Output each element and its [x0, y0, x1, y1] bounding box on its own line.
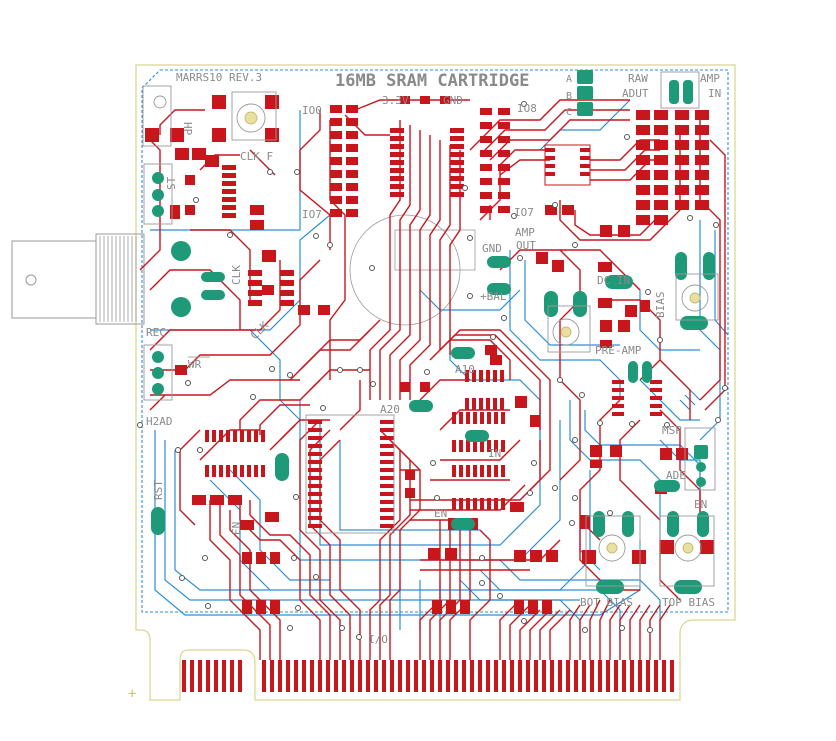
- bnc-connector: [11, 233, 145, 325]
- board-revision: MARRS10 REV.3: [176, 71, 262, 84]
- label-en-right: EN: [694, 498, 707, 511]
- label-dc-in: DC IN: [597, 274, 630, 287]
- vias: [137, 101, 728, 640]
- label-amp-in-top: AMP: [700, 72, 720, 85]
- label-h2ad: H2AD: [146, 415, 173, 428]
- label-in: IN: [488, 447, 501, 460]
- label-io0: IO0: [302, 104, 322, 117]
- origin-cross: +: [128, 686, 136, 702]
- label-wr: WR: [188, 358, 202, 371]
- label-io7b: IO7: [514, 206, 534, 219]
- board-title: 16MB SRAM CARTRIDGE: [335, 71, 529, 91]
- label-en-mid: EN: [434, 507, 447, 520]
- label-amp-in-bot: IN: [708, 87, 721, 100]
- label-io-bottom: I/O: [368, 633, 388, 646]
- label-bot-bias: BOT BIAS: [580, 596, 633, 609]
- label-adut: ADUT: [622, 87, 649, 100]
- label-gnd-out: GND: [482, 242, 502, 255]
- label-a10: A10: [455, 363, 475, 376]
- top-layer-traces: [139, 99, 726, 660]
- label-msp: MSP: [662, 424, 682, 437]
- label-rst: RST: [152, 480, 165, 500]
- label-ab-a: A: [566, 74, 572, 85]
- label-bias: BIAS: [654, 292, 667, 319]
- label-io8: IO8: [517, 102, 537, 115]
- label-raw: RAW: [628, 72, 648, 85]
- board-outline: [135, 64, 736, 701]
- label-out: OUT: [516, 239, 536, 252]
- edge-connector: [182, 660, 674, 692]
- label-amp-out: AMP: [515, 226, 535, 239]
- label-st: ST: [165, 176, 178, 190]
- label-top-bias: TOP BIAS: [662, 596, 715, 609]
- coin-cell-body: [394, 229, 476, 271]
- silkscreen: 16MB SRAM CARTRIDGE MARRS10 REV.3 A B C …: [146, 71, 721, 646]
- label-hp: HP: [181, 122, 194, 136]
- trimmer-pots: [142, 71, 719, 587]
- label-pre-amp: PRE-AMP: [595, 344, 642, 357]
- label-ab-c: C: [566, 107, 572, 118]
- label-clk-f: CLK F: [240, 150, 273, 163]
- through-hole-pads: [151, 70, 715, 594]
- label-a20: A20: [380, 403, 400, 416]
- label-clk: CLK: [230, 265, 243, 285]
- label-3v3: 3.3V: [382, 94, 409, 107]
- label-bal: +BAL: [480, 290, 507, 303]
- label-gnd-top: GND: [443, 94, 463, 107]
- label-rec: REC: [146, 326, 166, 339]
- label-ab-b: B: [566, 91, 572, 102]
- label-io7: IO7: [302, 208, 322, 221]
- label-ade: ADE: [666, 469, 686, 482]
- label-en-left: EN: [230, 522, 243, 535]
